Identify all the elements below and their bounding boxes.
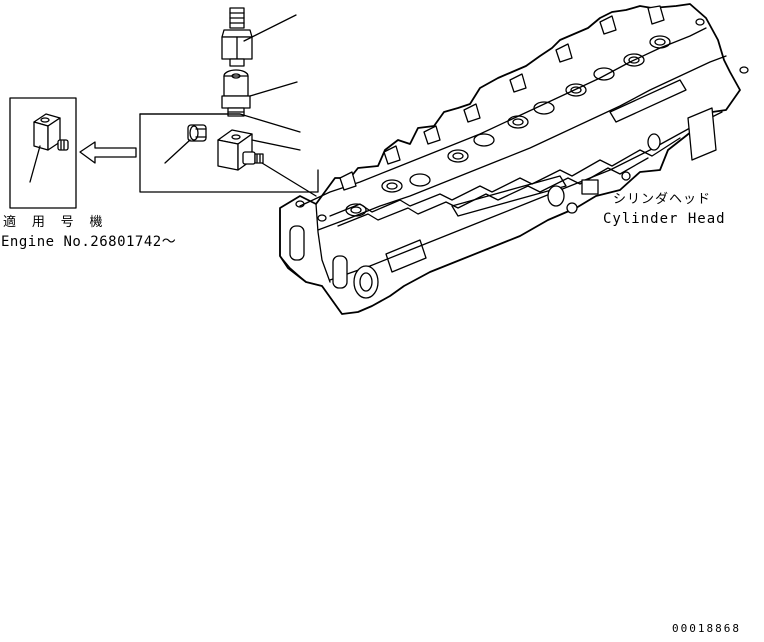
applicable-serial-label-en: Engine No.26801742～ xyxy=(1,234,177,250)
drawing-code: 00018868 xyxy=(672,622,741,635)
applicable-serial-label-jp: 適 用 号 機 xyxy=(3,215,107,230)
cylinder-head-label-jp: シリンダヘッド xyxy=(613,192,712,207)
left-arrow-icon xyxy=(79,141,137,164)
plug-part xyxy=(164,124,207,164)
sub-assembly-frame xyxy=(139,113,319,193)
serial-inset-box xyxy=(9,97,77,209)
hose-nipple-fitting xyxy=(221,7,297,67)
cylinder-head-body xyxy=(279,3,749,315)
connector-fitting xyxy=(221,69,298,117)
cylinder-head-label-en: Cylinder Head xyxy=(603,211,726,227)
tee-block-part xyxy=(217,129,317,197)
